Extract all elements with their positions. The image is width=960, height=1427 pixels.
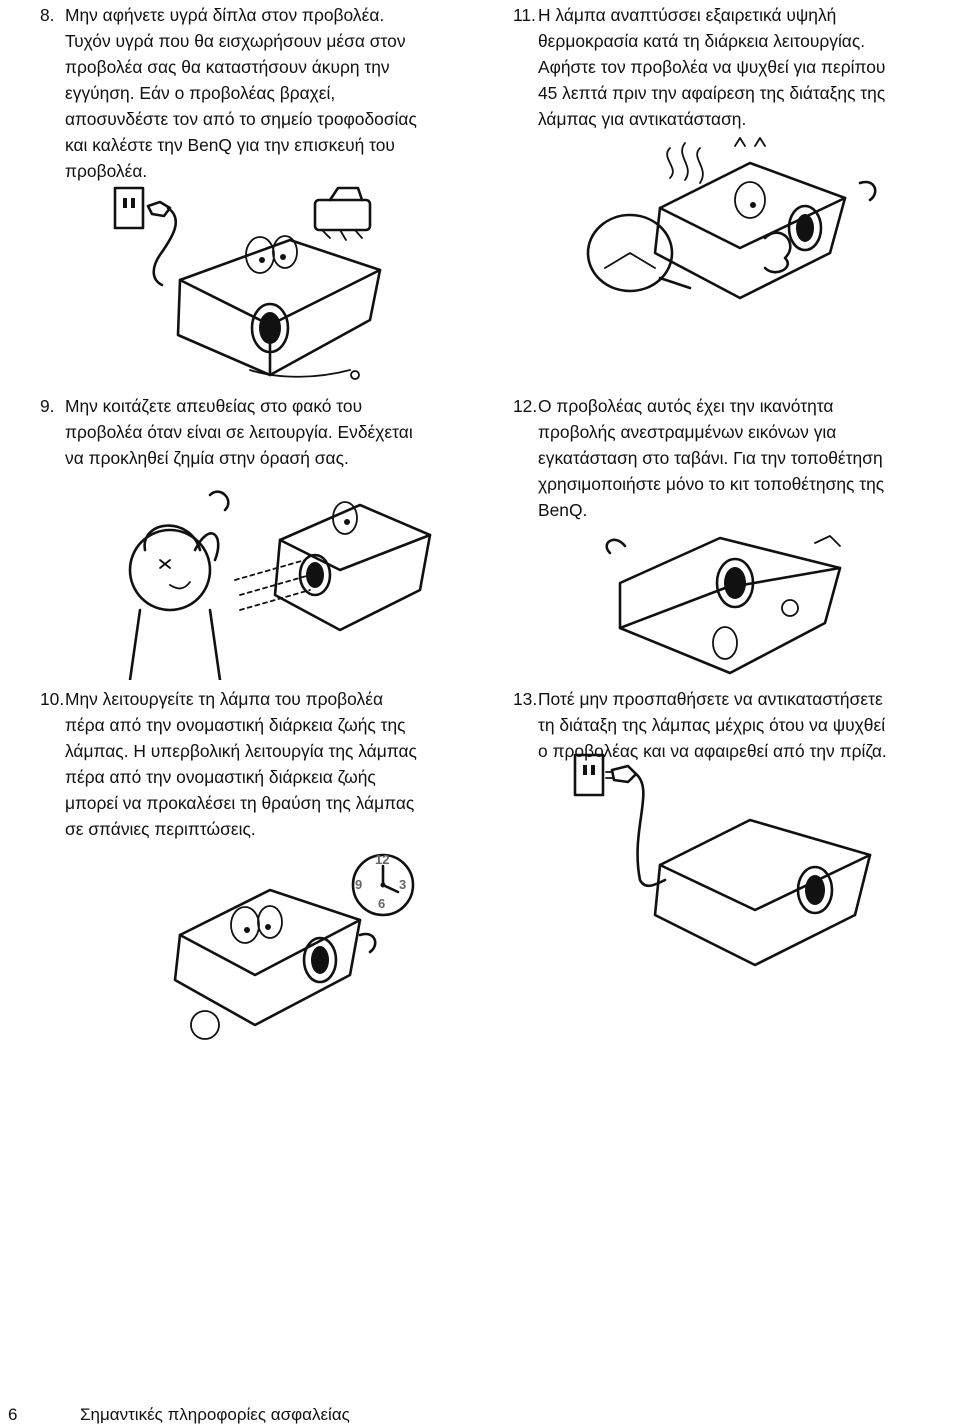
- item-line: σε σπάνιες περιπτώσεις.: [65, 819, 256, 839]
- clock-numeral-6: 6: [378, 896, 386, 911]
- unplugged-plug-icon: [605, 764, 638, 784]
- projector-body: [176, 238, 382, 377]
- light-rays: [234, 559, 311, 611]
- item-number: 13.: [513, 689, 538, 709]
- person-covering-eyes: [128, 524, 222, 680]
- item-line: λάμπας. Η υπερβολική λειτουργία της λάμπ…: [65, 741, 417, 761]
- item-text: Μην λειτουργείτε τη λάμπα του προβολέα π…: [65, 686, 417, 842]
- item-line: χρησιμοποιήστε μόνο το κιτ τοποθέτησης τ…: [538, 474, 885, 494]
- section-title: Σημαντικές πληροφορίες ασφαλείας: [80, 1405, 350, 1424]
- item-line: εγκατάσταση στο ταβάνι. Για την τοποθέτη…: [538, 448, 883, 468]
- projector-body: [273, 503, 432, 632]
- item-line: προβολέα σας θα καταστήσουν άκυρη την: [65, 57, 390, 77]
- item-line: προβολής ανεστραμμένων εικόνων για: [538, 422, 837, 442]
- item-line: 45 λεπτά πριν την αφαίρεση της διάταξης …: [538, 83, 886, 103]
- item-text: Η λάμπα αναπτύσσει εξαιρετικά υψηλή θερμ…: [538, 2, 885, 132]
- hand-fan-icon: [586, 213, 692, 293]
- item-number: 9.: [40, 396, 55, 416]
- lamp-life-illustration: [160, 840, 430, 1070]
- clock-numeral-12: 12: [375, 852, 390, 867]
- item-line: πέρα από την ονομαστική διάρκεια ζωής: [65, 767, 376, 787]
- item-line: μπορεί να προκαλέσει τη θραύση της λάμπα…: [65, 793, 415, 813]
- page-number: 6: [8, 1405, 18, 1424]
- projector-body: [653, 161, 847, 300]
- wall-outlet-icon: [113, 186, 177, 254]
- lamp-icon: [190, 1010, 220, 1040]
- gecko-icon: [814, 535, 841, 547]
- item-line: Μην αφήνετε υγρά δίπλα στον προβολέα.: [65, 5, 385, 25]
- item-number: 10.: [40, 689, 65, 709]
- upside-down-projector: [618, 536, 842, 675]
- item-text: Ο προβολέας αυτός έχει την ικανότητα προ…: [538, 393, 884, 523]
- item-line: εγγύηση. Εάν ο προβολέας βραχεί,: [65, 83, 336, 103]
- item-line: λάμπας για αντικατάσταση.: [538, 109, 747, 129]
- item-text: Μην κοιτάζετε απευθείας στο φακό του προ…: [65, 393, 413, 471]
- item-number: 12.: [513, 396, 538, 416]
- item-line: τη διάταξη της λάμπας μέχρις ότου να ψυχ…: [538, 715, 886, 735]
- hand-icon: [208, 490, 230, 512]
- item-number: 8.: [40, 5, 55, 25]
- item-line: πέρα από την ονομαστική διάρκεια ζωής τη…: [65, 715, 406, 735]
- item-line: προβολέα.: [65, 161, 148, 181]
- item-line: προβολέα όταν είναι σε λειτουργία. Ενδέχ…: [65, 422, 413, 442]
- item-line: Αφήστε τον προβολέα να ψυχθεί για περίπο…: [538, 57, 886, 77]
- power-cord: [152, 250, 164, 287]
- hand-icon: [605, 538, 627, 555]
- wet-projector-illustration: [100, 180, 410, 385]
- ceiling-mount-illustration: [590, 528, 860, 678]
- hand-icon: [358, 932, 377, 954]
- projector-body: [653, 818, 872, 967]
- hot-projector-illustration: [560, 128, 890, 313]
- item-line: Τυχόν υγρά που θα εισχωρήσουν μέσα στον: [65, 31, 406, 51]
- item-line: BenQ.: [538, 500, 588, 520]
- puddle: [249, 369, 351, 378]
- item-line: Ο προβολέας αυτός έχει την ικανότητα: [538, 396, 834, 416]
- item-line: Η λάμπα αναπτύσσει εξαιρετικά υψηλή: [538, 5, 837, 25]
- item-line: να προκληθεί ζημία στην όρασή σας.: [65, 448, 349, 468]
- item-line: αποσυνδέστε τον από το σημείο τροφοδοσία…: [65, 109, 417, 129]
- item-line: θερμοκρασία κατά τη διάρκεια λειτουργίας…: [538, 31, 866, 51]
- item-text: Μην αφήνετε υγρά δίπλα στον προβολέα. Τυ…: [65, 2, 417, 184]
- item-line: και καλέστε την BenQ για την επισκευή το…: [65, 135, 395, 155]
- hand-icon: [763, 231, 792, 274]
- water-tap-icon: [313, 186, 372, 241]
- power-cord: [634, 772, 667, 888]
- clock-numeral-9: 9: [355, 877, 363, 892]
- item-line: Μην κοιτάζετε απευθείας στο φακό του: [65, 396, 363, 416]
- projector-body: [173, 888, 362, 1027]
- clock-icon: 12 3 6 9: [348, 850, 418, 920]
- item-text: Ποτέ μην προσπαθήσετε να αντικαταστήσετε…: [538, 686, 887, 764]
- item-line: ο προβολέας και να αφαιρεθεί από την πρί…: [538, 741, 887, 761]
- unplugged-projector-illustration: [570, 750, 880, 970]
- item-line: Μην λειτουργείτε τη λάμπα του προβολέα: [65, 689, 384, 709]
- eye-hazard-illustration: [100, 480, 440, 680]
- heat-waves-icon: [666, 137, 766, 184]
- item-number: 11.: [513, 5, 536, 25]
- item-line: Ποτέ μην προσπαθήσετε να αντικαταστήσετε: [538, 689, 883, 709]
- wall-outlet-icon: [573, 753, 605, 797]
- clock-numeral-3: 3: [399, 877, 407, 892]
